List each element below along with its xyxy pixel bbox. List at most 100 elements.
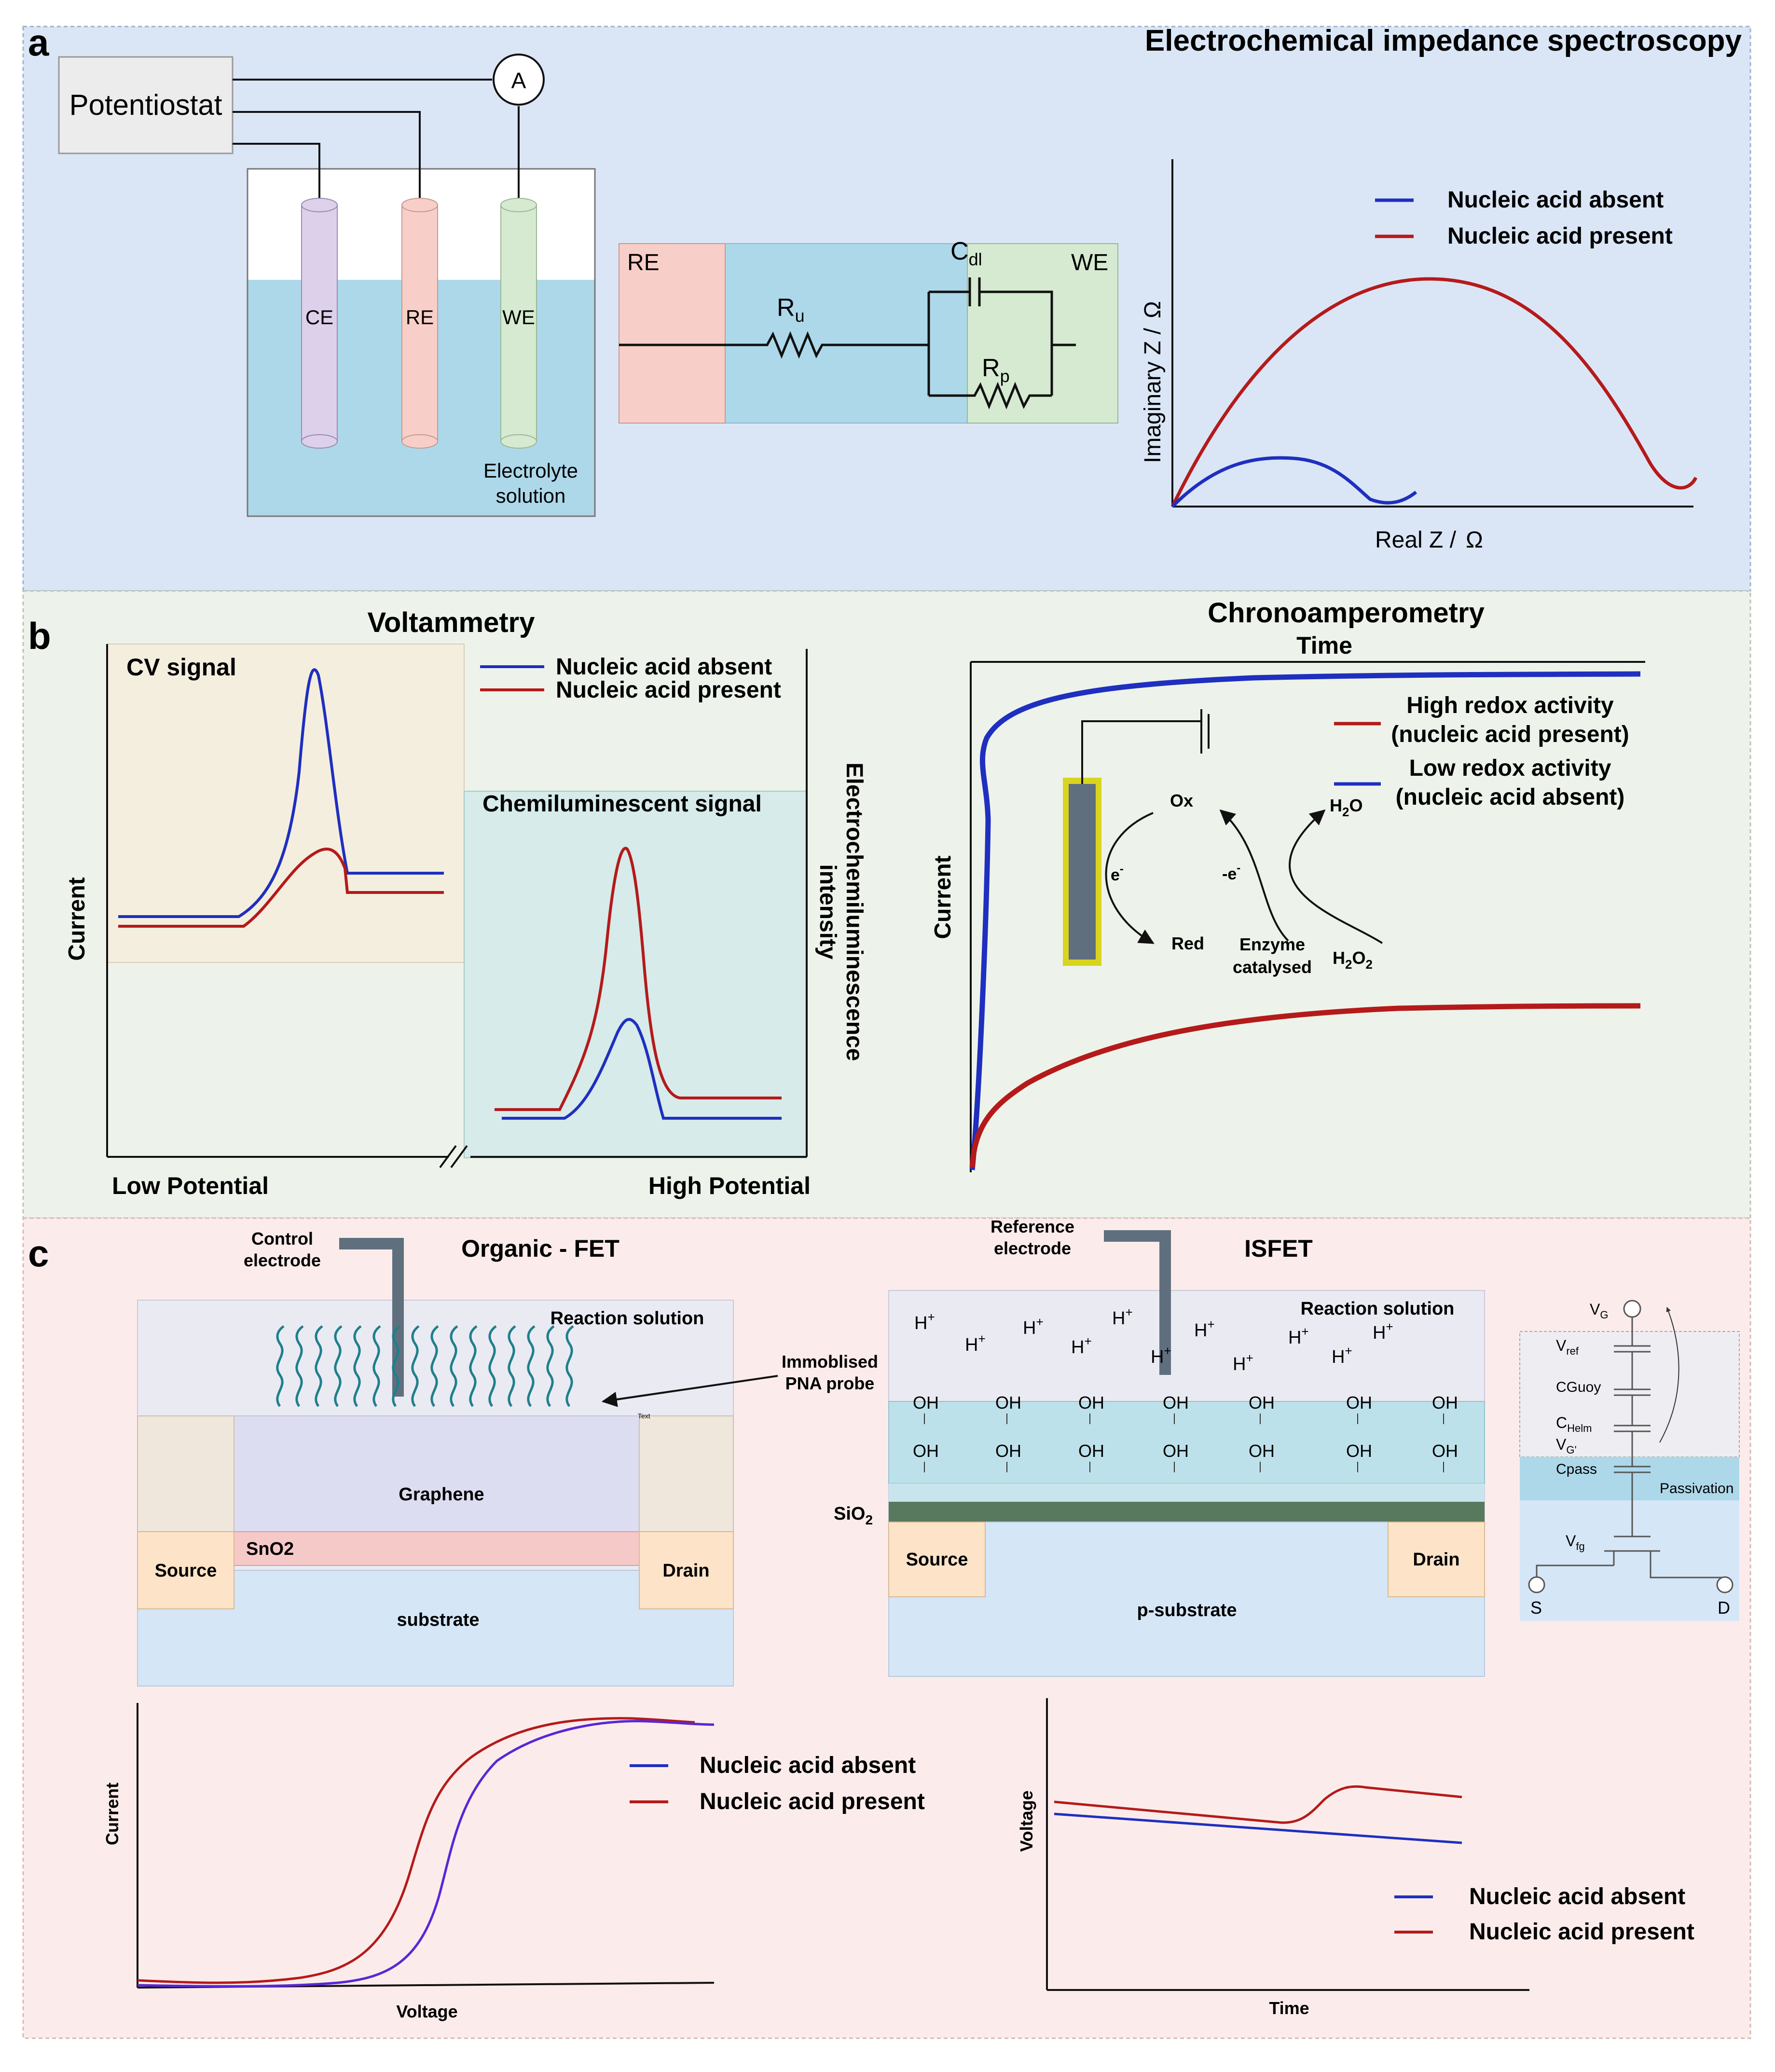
eq-circuit-lines	[1536, 1317, 1723, 1578]
mechanism-ox: Ox	[1170, 791, 1193, 810]
isfet-passivation-strip	[889, 1483, 1485, 1502]
pna-probe-strand	[430, 1325, 439, 1407]
ofet-plot-xlabel: Voltage	[396, 2002, 457, 2021]
ofet-present-curve	[137, 1717, 695, 1984]
panel-c: c Organic - FET Control electrode Reacti…	[22, 1217, 1751, 2039]
mechanism-h2o2: H2O2	[1333, 948, 1373, 972]
capacitor-icon	[968, 277, 981, 306]
panel-b-label: b	[28, 615, 51, 657]
chrono-legend-low-2: (nucleic acid absent)	[1396, 784, 1625, 810]
potentiostat-box	[58, 56, 234, 154]
voltammetry-xlabel-left: Low Potential	[112, 1172, 269, 1199]
eq-passivation-label: Passivation	[1660, 1481, 1734, 1496]
isfet-drain	[1388, 1522, 1485, 1597]
pna-probe-strand	[508, 1325, 516, 1407]
chrono-legend-high-1: High redox activity	[1406, 693, 1614, 718]
isfet-substrate	[888, 1522, 1485, 1677]
isfet-oh-layer	[888, 1401, 1485, 1484]
ofet-sno2	[234, 1531, 640, 1566]
nyquist-xlabel: Real Z /Ω	[1375, 527, 1483, 553]
cl-title: Chemiluminescent signal	[482, 791, 762, 817]
isfet-source-label: Source	[906, 1550, 968, 1570]
cl-absent-curve	[502, 1018, 782, 1120]
hplus-label: H+	[1023, 1315, 1044, 1338]
pna-probe-strand	[565, 1325, 574, 1407]
electrochemical-cell: Potentiostat A CE RE	[58, 54, 596, 517]
isfet-legend-present: Nucleic acid present	[1469, 1919, 1694, 1945]
hplus-label: H+	[1373, 1319, 1393, 1343]
hplus-label: H+	[914, 1310, 935, 1333]
wire-re	[233, 111, 421, 200]
electrode-re: RE	[401, 198, 438, 449]
chrono-title: Chronoamperometry	[1208, 597, 1485, 629]
mechanism-h2o: H2O	[1330, 796, 1362, 819]
isfet-sio2	[889, 1502, 1485, 1522]
ofet-legend-present: Nucleic acid present	[700, 1789, 925, 1814]
hplus-label: H+	[1194, 1317, 1215, 1341]
pna-probe-label-1: Immoblised	[782, 1352, 878, 1372]
oh-label: OH	[1078, 1393, 1104, 1413]
isfet-device: ISFET Reference electrode Reaction solut…	[834, 1217, 1485, 1677]
enzyme-arrow-1	[1219, 809, 1289, 942]
ofet-control-electrode-1: Control	[251, 1229, 313, 1249]
cv-absent-curve	[118, 668, 444, 918]
eq-chelm-label: CHelm	[1556, 1414, 1592, 1434]
pna-probe-strand	[488, 1325, 497, 1407]
oh-label: OH	[1163, 1441, 1189, 1461]
oh-label: OH	[1163, 1393, 1189, 1413]
sio2-label: SiO2	[834, 1504, 873, 1527]
hplus-label: H+	[1112, 1305, 1133, 1329]
isfet-present-curve	[1054, 1785, 1462, 1824]
nyquist-ylabel: Imaginary Z /Ω	[1140, 301, 1166, 463]
eq-vg2-label: VG'	[1556, 1436, 1577, 1456]
nyquist-present-curve	[1170, 277, 1698, 508]
ofet-legend-absent: Nucleic acid absent	[700, 1753, 916, 1778]
isfet-plot-xlabel: Time	[1269, 1998, 1309, 2018]
wire-ce	[233, 143, 320, 200]
oh-label: OH	[913, 1441, 939, 1461]
cv-title: CV signal	[126, 654, 236, 681]
hplus-label: H+	[965, 1331, 986, 1355]
voltammetry-ylabel-right-1: Electrochemiluminescence	[841, 763, 867, 1061]
isfet-plot: Voltage Time Nucleic acid absent Nucleic…	[1017, 1698, 1694, 2018]
hplus-label: H+	[1332, 1344, 1352, 1367]
ofet-drain	[639, 1531, 734, 1609]
panel-a-label: a	[28, 21, 49, 64]
pna-probe-group	[276, 1325, 574, 1407]
eq-vg-terminal	[1623, 1300, 1641, 1318]
chrono-legend-high-2: (nucleic acid present)	[1391, 722, 1629, 747]
oh-label: OH	[1249, 1441, 1275, 1461]
chrono-legend-low-1: Low redox activity	[1409, 755, 1611, 781]
pna-probe-strand	[276, 1325, 285, 1407]
eq-s-label: S	[1530, 1598, 1542, 1618]
ofet-source-label: Source	[155, 1561, 217, 1581]
electron-transfer-arrow	[1105, 812, 1155, 944]
ofet-title: Organic - FET	[461, 1235, 619, 1262]
eq-bottom	[1520, 1500, 1739, 1621]
ammeter-icon	[493, 54, 545, 106]
hplus-label: H+	[1288, 1324, 1309, 1348]
pna-probe-strand	[546, 1325, 555, 1407]
hplus-label: H+	[1233, 1351, 1253, 1374]
hplus-ions: H+H+H+H+H+H+H+H+H+H+H+	[914, 1305, 1393, 1374]
equivalent-circuit: RE WE Ru Cdl Rp	[619, 237, 1118, 424]
electrode-ce: CE	[301, 198, 338, 449]
organic-fet-device: Organic - FET Control electrode Reaction…	[137, 1229, 878, 1687]
isfet-equivalent-circuit: VG Vref CGuoy CHelm VG' Cpass Passivatio…	[1519, 1300, 1740, 1621]
isfet-plot-ylabel: Voltage	[1017, 1790, 1036, 1852]
ru-label: Ru	[777, 294, 805, 326]
ground-icon	[1200, 709, 1210, 754]
hplus-label: H+	[1151, 1344, 1171, 1367]
circuit-we-label: WE	[1071, 250, 1108, 275]
nyquist-legend-absent: Nucleic acid absent	[1447, 187, 1664, 213]
eq-passivation	[1520, 1457, 1739, 1500]
eq-s-terminal	[1528, 1576, 1545, 1593]
isfet-absent-curve	[1054, 1812, 1462, 1844]
axis-break-icon	[439, 1145, 468, 1168]
oh-label: OH	[1249, 1393, 1275, 1413]
pna-probe-strand	[315, 1325, 323, 1407]
ofet-reaction-solution: Reaction solution	[550, 1308, 704, 1329]
pna-probe-strand	[392, 1325, 400, 1407]
eq-d-label: D	[1718, 1598, 1730, 1618]
isfet-reference-electrode-1: Reference	[991, 1217, 1074, 1236]
